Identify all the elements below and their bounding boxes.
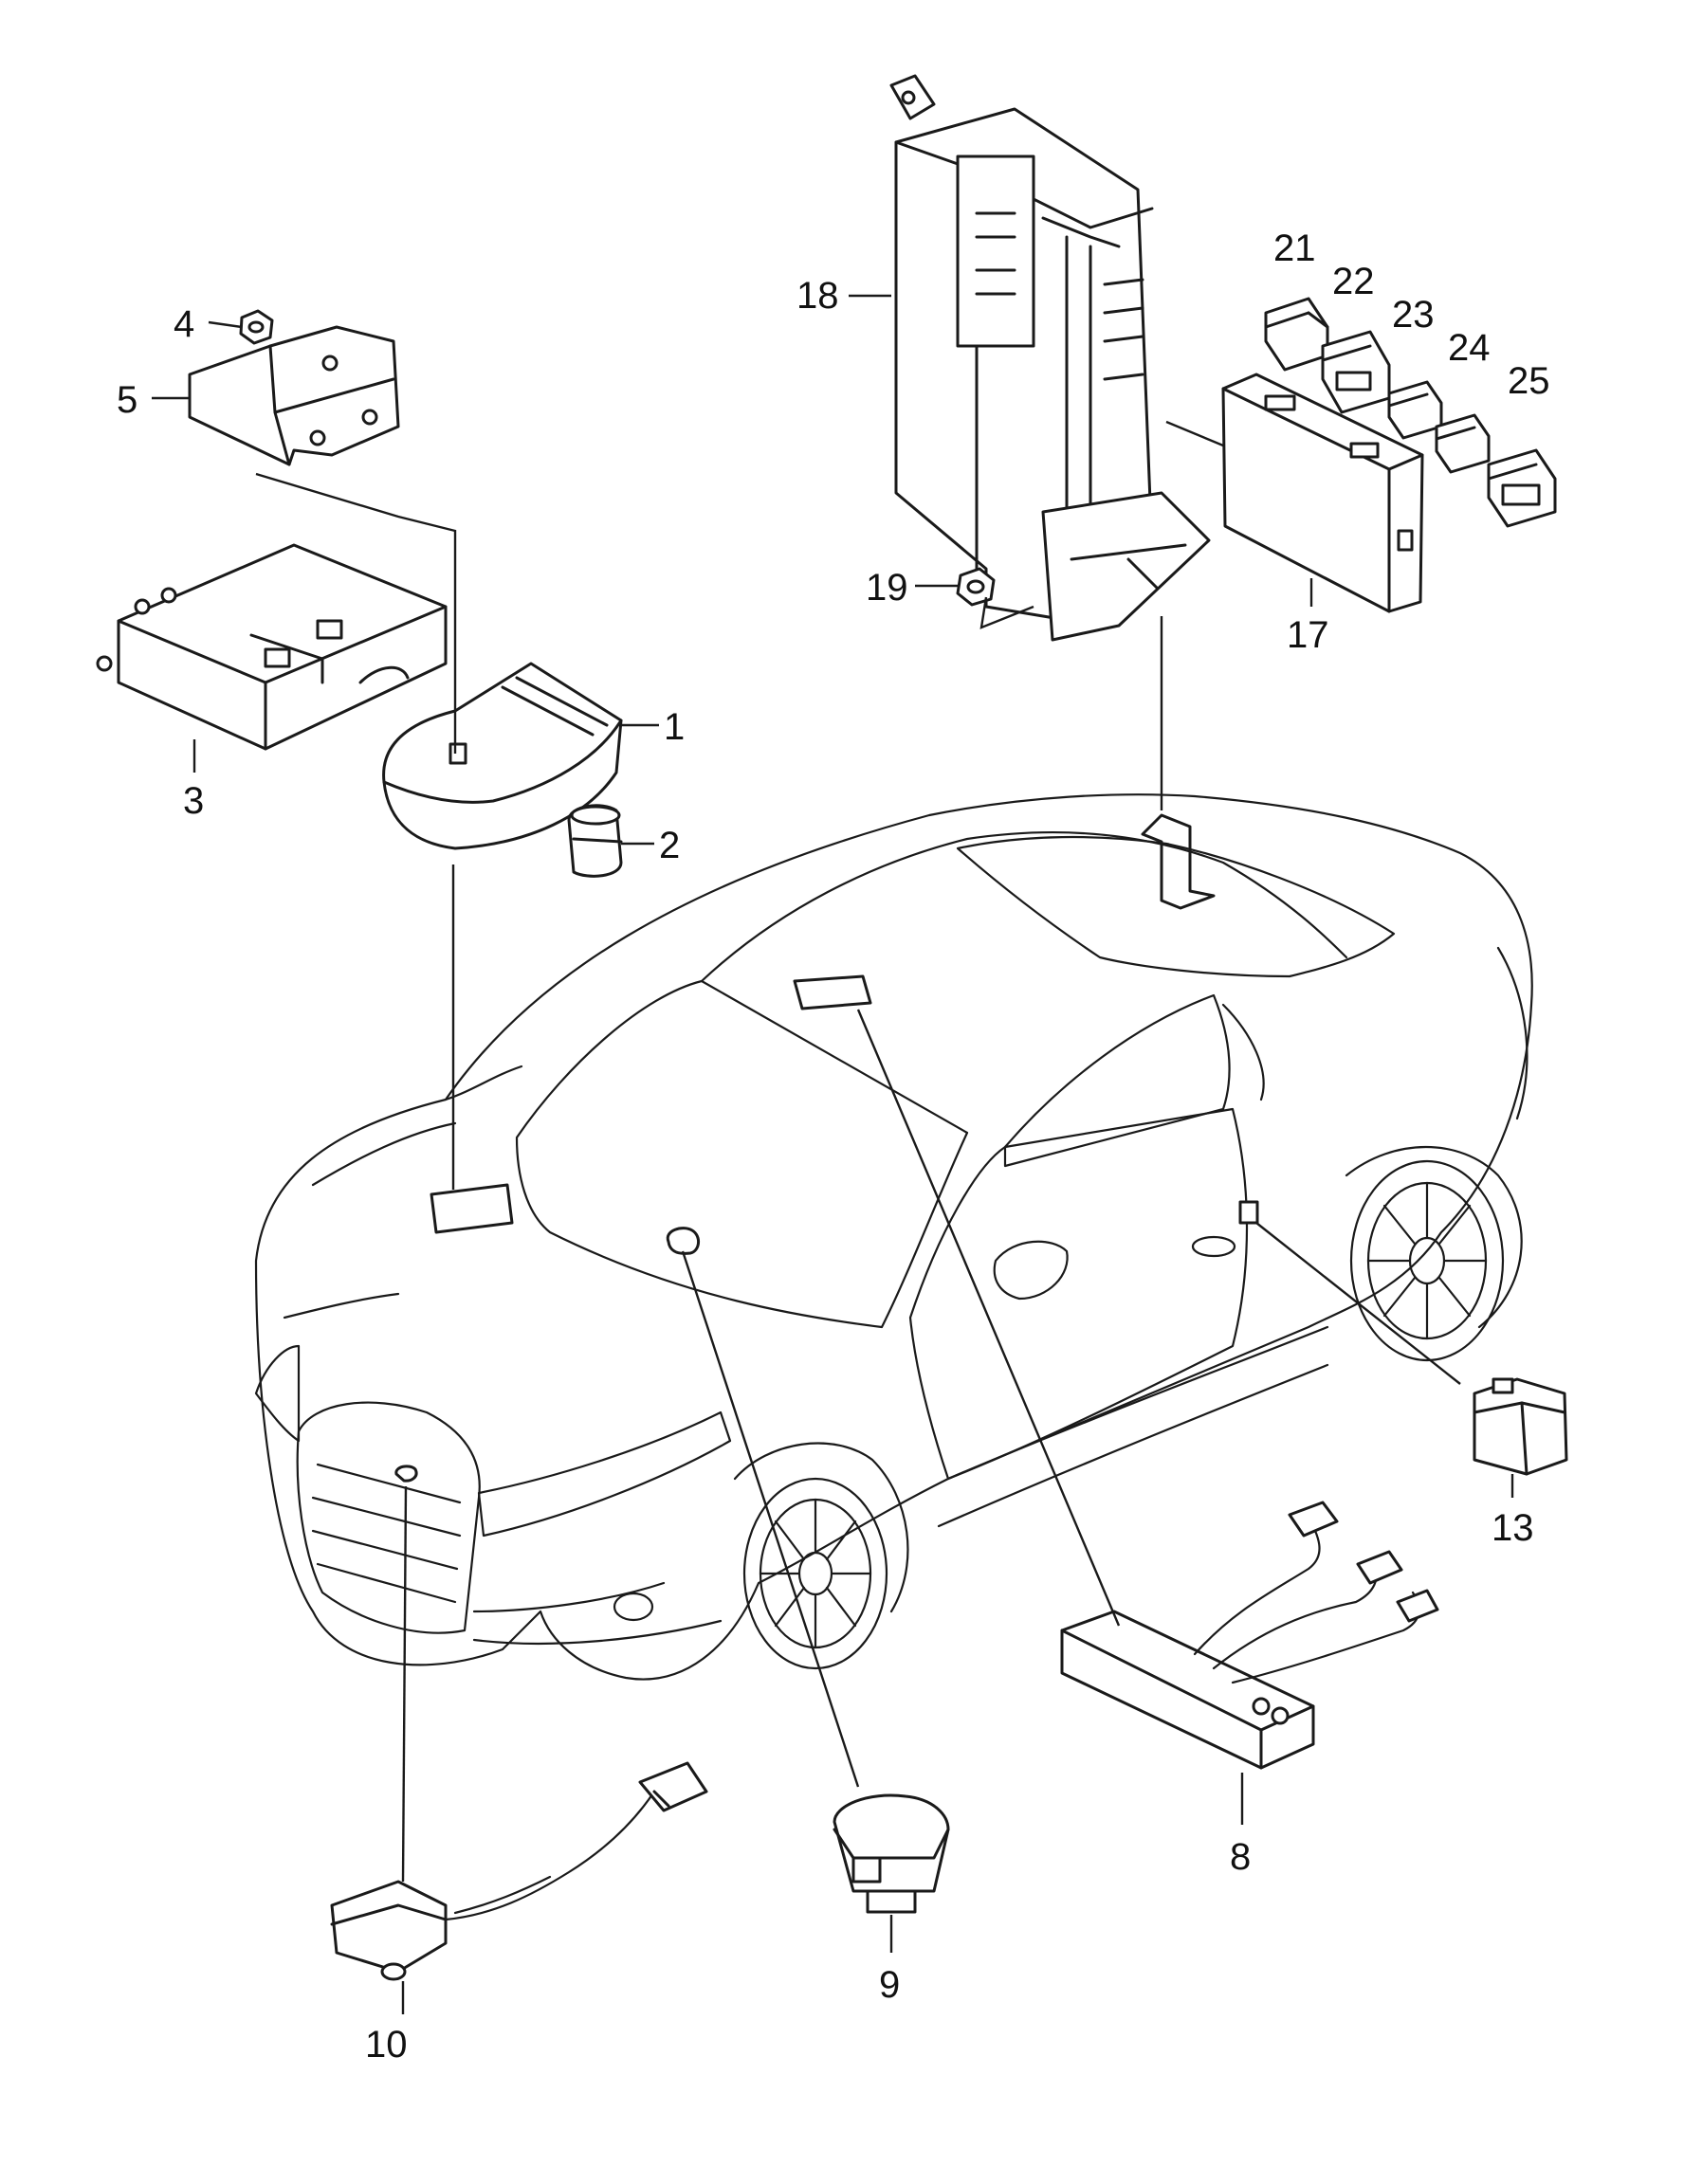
part-17-control-module (1221, 373, 1424, 613)
car-location-markers (394, 813, 1259, 1483)
connector-23 (1387, 380, 1443, 440)
leader-10-to-car (401, 1485, 408, 1883)
car-outline (254, 793, 1533, 1681)
side-window (1003, 993, 1231, 1168)
part-10-plug (638, 1761, 708, 1812)
callout-21: 21 (1273, 228, 1316, 269)
callout-18: 18 (796, 275, 839, 317)
part-3-module (96, 543, 448, 751)
connector-22 (1321, 330, 1391, 414)
door-handle (1191, 1235, 1236, 1258)
callout-25: 25 (1508, 360, 1550, 402)
door-outline (908, 1107, 1249, 1481)
part-10-cable (444, 1790, 656, 1921)
part-2-connector (567, 804, 623, 878)
callout-17: 17 (1287, 614, 1329, 656)
marker-part-17-location (1141, 813, 1216, 910)
leader-13-to-car (1255, 1222, 1461, 1385)
marker-part-8-location (793, 974, 872, 1010)
windshield (515, 979, 969, 1329)
leader-4 (208, 320, 243, 329)
part-8-plugs (1288, 1501, 1439, 1623)
connector-21 (1264, 297, 1329, 372)
front-wheel (742, 1477, 888, 1670)
marker-part-10-location (394, 1465, 418, 1483)
part-8-cables (1193, 1515, 1420, 1684)
callout-8: 8 (1230, 1836, 1251, 1878)
callout-22: 22 (1332, 261, 1375, 302)
connector-24 (1435, 413, 1491, 474)
callout-24: 24 (1448, 327, 1491, 369)
connector-25 (1487, 448, 1557, 528)
callout-5: 5 (117, 379, 137, 421)
headlight-left (477, 1410, 732, 1538)
callout-4: 4 (174, 303, 194, 345)
side-mirror (993, 1240, 1069, 1301)
part-5-bracket (188, 325, 400, 466)
part-8-antenna-module (1060, 1610, 1315, 1770)
car-body (254, 793, 1533, 1681)
leader-18-to-17 (1165, 420, 1224, 447)
part-9-switch (833, 1793, 950, 1914)
callout-23: 23 (1392, 294, 1435, 336)
callout-9: 9 (879, 1964, 900, 2006)
part-18-relay-carrier (889, 74, 1211, 642)
leader-9-to-car (681, 1250, 860, 1788)
part-19-nut (956, 567, 996, 607)
fog-light (613, 1592, 654, 1622)
callout-13: 13 (1492, 1507, 1534, 1549)
leader-19-to-18 (979, 596, 1034, 629)
front-grille (296, 1401, 481, 1634)
part-13-switch (1473, 1377, 1568, 1476)
callout-2: 2 (659, 825, 680, 866)
callout-1: 1 (664, 706, 685, 748)
leader-8-to-car (856, 1009, 1121, 1627)
callout-19: 19 (866, 567, 908, 609)
part-10-sensor (330, 1880, 448, 1981)
headlight-right (254, 1344, 301, 1443)
callout-10: 10 (365, 2024, 408, 2066)
callout-3: 3 (183, 780, 204, 822)
part-4-nut (239, 309, 274, 345)
rear-wheel (1349, 1159, 1505, 1362)
leader-1-to-5 (255, 472, 457, 754)
leader-lines (152, 294, 1514, 2014)
marker-part-9-location (666, 1227, 700, 1255)
sunroof-outline (956, 835, 1396, 978)
callout-labels: 1 2 3 4 5 8 9 10 13 17 18 19 21 22 23 24… (117, 228, 1550, 2066)
marker-part-13-location (1238, 1200, 1259, 1225)
marker-part-1-location (430, 1183, 514, 1234)
